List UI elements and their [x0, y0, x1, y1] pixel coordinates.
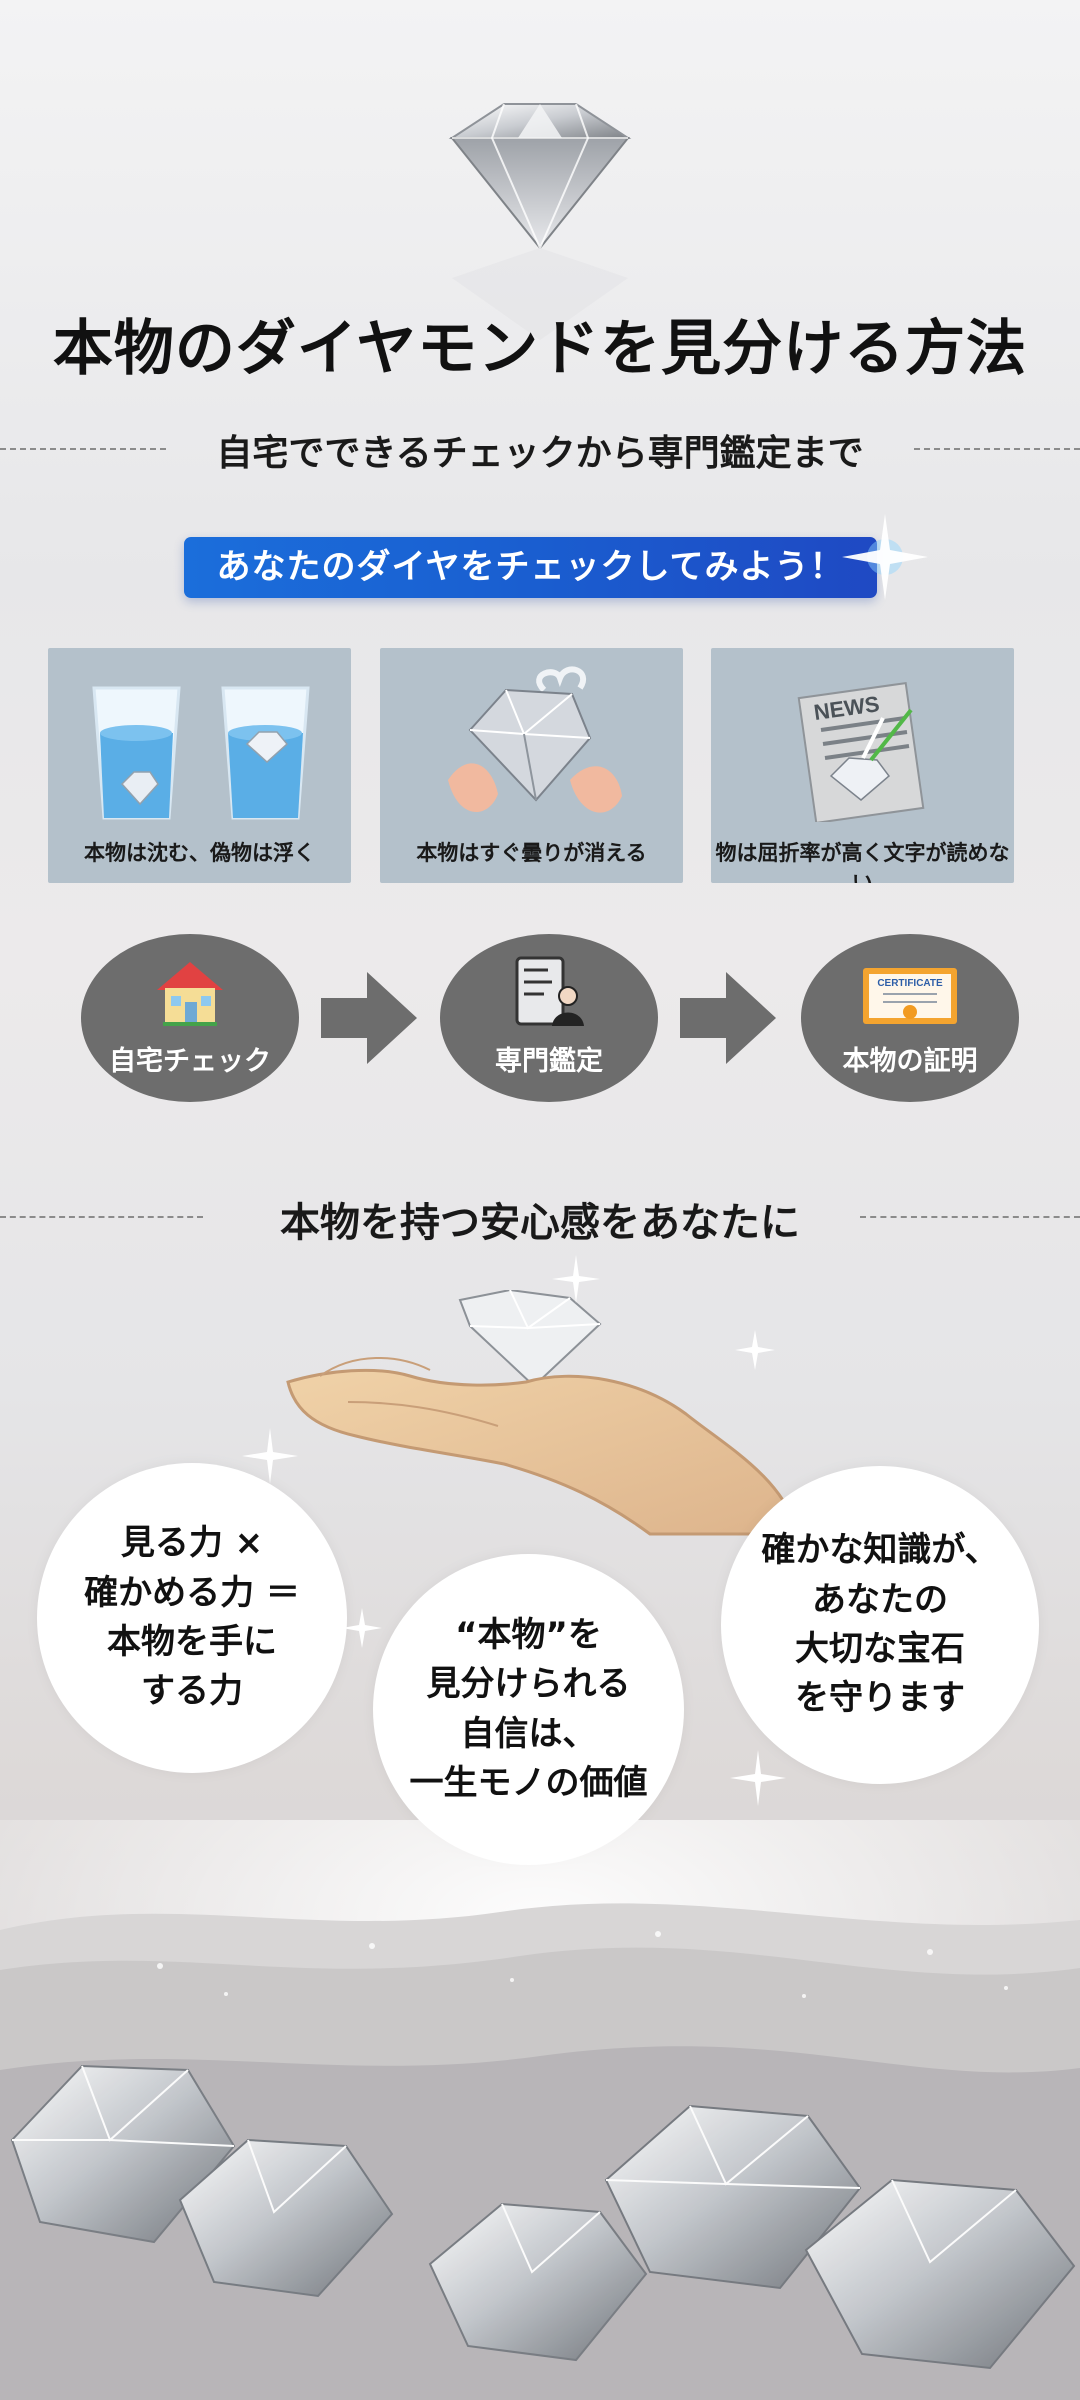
- breath-diamond-icon: [448, 666, 622, 813]
- step-proof-of-authenticity: CERTIFICATE 本物の証明: [801, 934, 1019, 1102]
- refraction-test-card: NEWS 物は屈折率が高く文字が読めない: [711, 648, 1014, 883]
- certificate-icon: CERTIFICATE: [863, 968, 957, 1024]
- step-label: 自宅チェック: [109, 1046, 271, 1077]
- fog-test-card: 本物はすぐ曇りが消える: [380, 648, 683, 883]
- check-your-diamond-button[interactable]: あなたのダイヤをチェックしてみよう！: [184, 537, 877, 598]
- diamond-field-background: [0, 1820, 1080, 2400]
- subtitle-right-rule: [914, 448, 1080, 450]
- message-bubble: “本物”を 見分けられる 自信は、 一生モノの価値: [373, 1554, 684, 1865]
- section-title: 本物を持つ安心感をあなたに: [280, 1200, 800, 1246]
- hand-with-diamond-image: [286, 1290, 800, 1536]
- svg-text:CERTIFICATE: CERTIFICATE: [877, 978, 943, 989]
- sparkle-icon: [730, 1750, 786, 1806]
- certificate-heading: CERTIFICATE: [877, 978, 943, 989]
- arrow-right-icon: [680, 972, 776, 1064]
- section-right-rule: [860, 1216, 1080, 1218]
- test-label: 本物はすぐ曇りが消える: [416, 841, 647, 865]
- water-glass-icon: [92, 686, 310, 820]
- page-title: 本物のダイヤモンドを見分ける方法: [52, 314, 1028, 384]
- newspaper-icon: NEWS: [797, 681, 925, 822]
- message-bubble: 確かな知識が、 あなたの 大切な宝石 を守ります: [721, 1466, 1039, 1784]
- house-icon: [157, 962, 223, 1026]
- step-home-check: 自宅チェック: [81, 934, 299, 1102]
- test-label: 物は屈折率が高く文字が読めない: [715, 841, 1010, 883]
- section-left-rule: [0, 1216, 203, 1218]
- message-bubble: 見る力 × 確かめる力 ＝ 本物を手に する力: [37, 1463, 347, 1773]
- subtitle-left-rule: [0, 448, 166, 450]
- step-expert-appraisal: 専門鑑定: [440, 934, 658, 1102]
- arrow-right-icon: [321, 972, 417, 1064]
- page-subtitle: 自宅でできるチェックから専門鑑定まで: [216, 433, 864, 474]
- sparkle-icon: [342, 1608, 382, 1648]
- water-test-card: 本物は沈む、偽物は浮く: [48, 648, 351, 883]
- hero-diamond-image: [448, 103, 632, 340]
- expert-icon: [515, 956, 584, 1026]
- step-label: 本物の証明: [842, 1046, 978, 1077]
- step-label: 専門鑑定: [495, 1046, 603, 1077]
- test-label: 本物は沈む、偽物は浮く: [84, 841, 315, 865]
